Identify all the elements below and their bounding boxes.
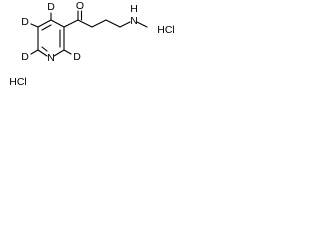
chain-bond — [63, 19, 79, 28]
chain-bond — [105, 19, 121, 28]
d-bond — [30, 23, 39, 28]
chain-bond — [91, 19, 107, 28]
deuterium-label: D — [21, 16, 29, 28]
bonds — [30, 10, 148, 57]
ring-bond — [53, 49, 65, 57]
hcl-label-right: HCl — [157, 24, 175, 36]
chemical-structure: D D D D N O N H HCl HCl — [9, 0, 175, 88]
d-bond — [30, 49, 39, 55]
chain-bond — [77, 19, 93, 28]
ring-bond — [37, 19, 52, 28]
ring-bond — [37, 49, 48, 57]
ring-double-bond — [41, 24, 52, 31]
amine-nitrogen-label: N — [130, 15, 138, 27]
carbonyl-oxygen-label: O — [76, 0, 84, 12]
deuterium-label: D — [21, 51, 29, 63]
salt-labels: HCl HCl — [9, 24, 175, 88]
d-bond — [63, 49, 72, 55]
hcl-label-bottom: HCl — [9, 76, 27, 88]
ring-nitrogen-label: N — [47, 52, 55, 64]
chain-bond — [136, 21, 148, 28]
amine-hydrogen-label: H — [130, 3, 138, 15]
chain-bond — [119, 21, 131, 28]
ring-bond — [50, 19, 65, 28]
ring-double-bond — [41, 46, 48, 52]
atom-labels: D D D D N O N H — [21, 0, 138, 64]
deuterium-label: D — [47, 1, 55, 13]
deuterium-label: D — [73, 51, 81, 63]
